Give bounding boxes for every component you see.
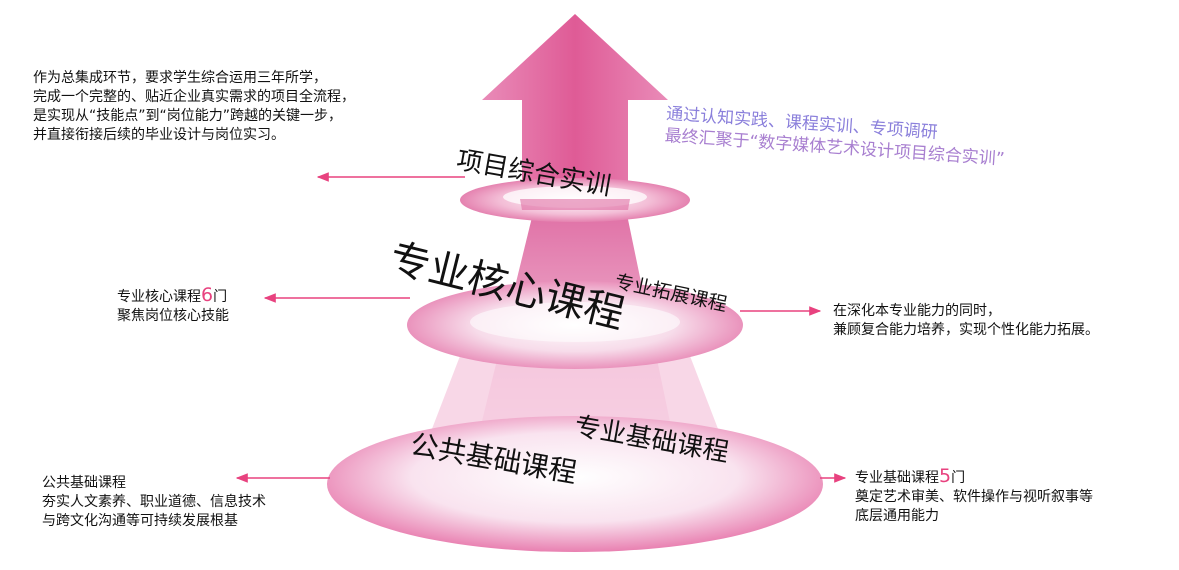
note-foundation-courses: 专业基础课程5门 奠定艺术审美、软件操作与视听叙事等 底层通用能力 [855, 465, 1093, 525]
note-core-courses: 专业核心课程6门 聚焦岗位核心技能 [117, 284, 229, 325]
note-public-courses: 公共基础课程 夯实人文素养、职业道德、信息技术 与跨文化沟通等可持续发展根基 [42, 475, 266, 529]
note-project-training: 作为总集成环节，要求学生综合运用三年所学， 完成一个完整的、贴近企业真实需求的项… [33, 70, 355, 143]
core-course-count: 6 [201, 284, 214, 306]
foundation-course-count: 5 [939, 465, 952, 487]
bottom-disk [327, 416, 823, 552]
upward-arrow-icon [482, 14, 668, 200]
note-extension-courses: 在深化本专业能力的同时， 兼顾复合能力培养，实现个性化能力拓展。 [833, 303, 1099, 338]
